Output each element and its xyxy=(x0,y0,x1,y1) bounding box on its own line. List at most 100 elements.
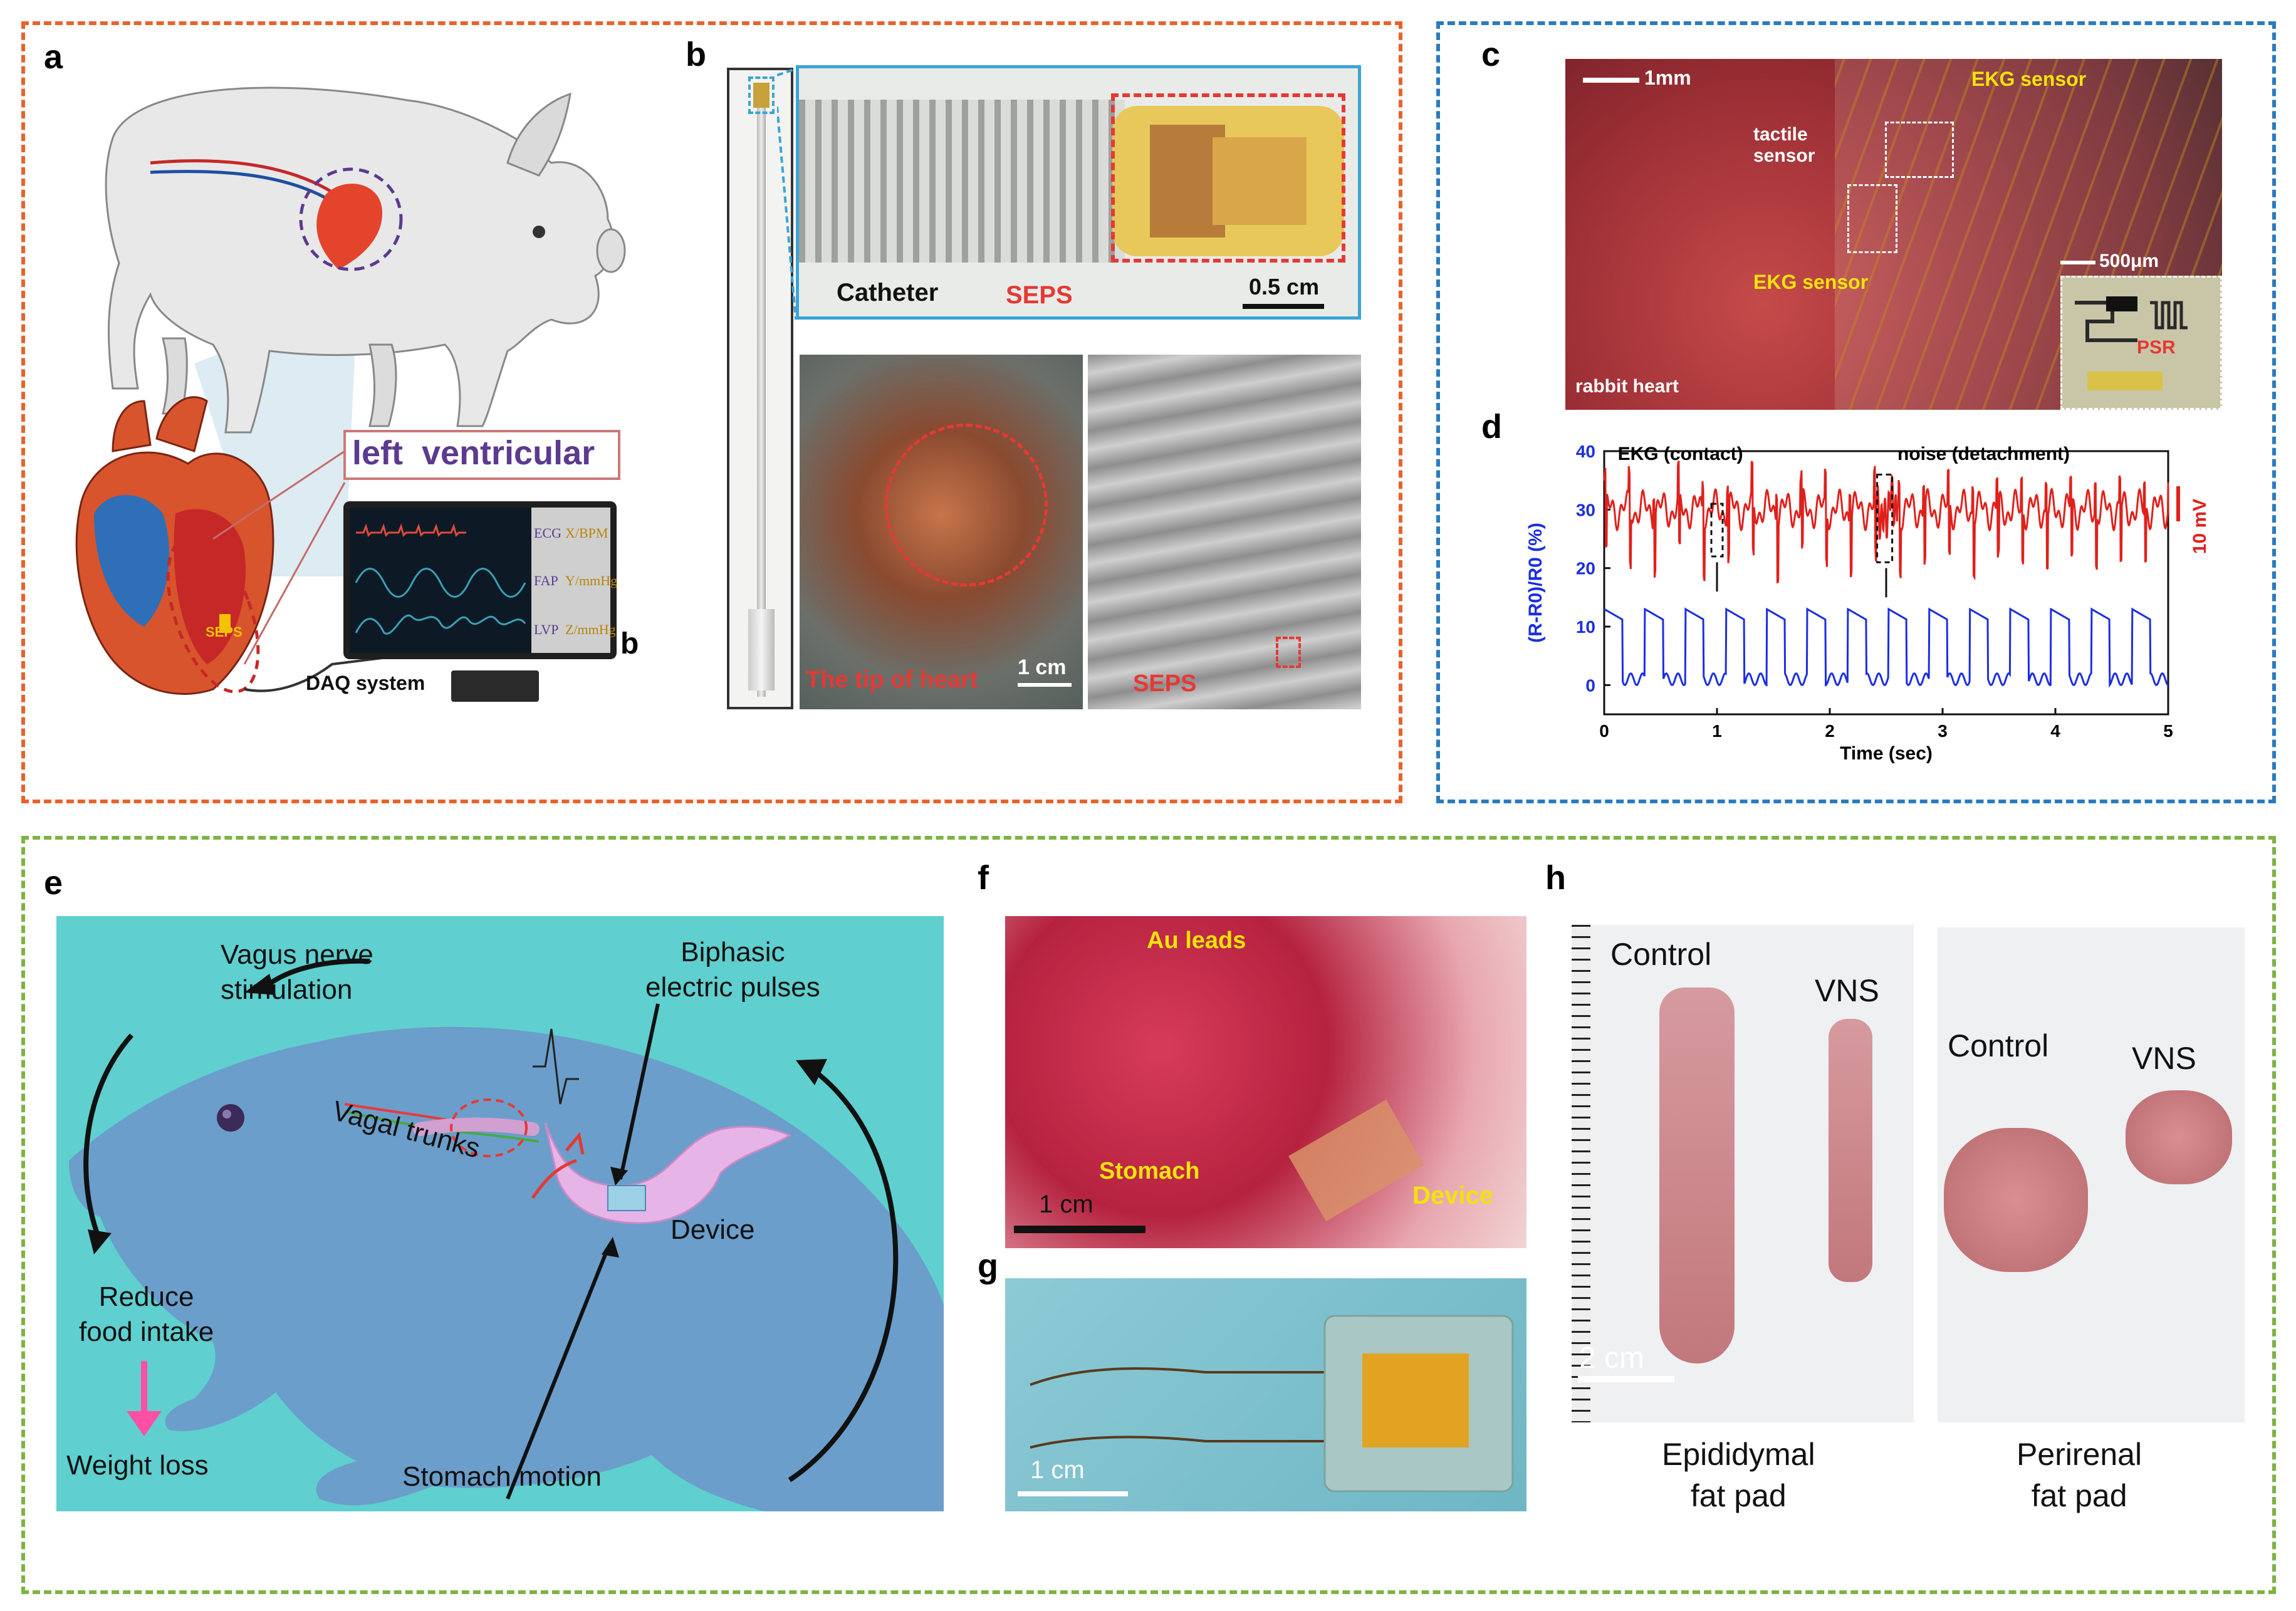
annotation-ekg-contact: EKG (contact) xyxy=(1618,444,1743,464)
fat-pad-vns-epi xyxy=(1829,1019,1872,1282)
tip-highlight-circle xyxy=(885,424,1048,587)
panel-a-illustration xyxy=(56,63,645,714)
frame-top-left xyxy=(21,21,1402,803)
daq-device xyxy=(451,670,539,702)
control-label-2: Control xyxy=(1948,1028,2049,1063)
ekg-sensor-bottom-label: EKG sensor xyxy=(1753,271,1869,293)
frame-top-right xyxy=(1436,21,2276,803)
vns-label: Vagus nerve stimulation xyxy=(221,939,373,1005)
monitor-screen: ECG X/BPM FAP Y/mmHg LVP Z/mmHg xyxy=(350,508,617,653)
scale-1cm-label-b: 1 cm xyxy=(1018,655,1067,679)
contact-box xyxy=(1710,503,1724,558)
frame-bottom xyxy=(21,836,2276,1594)
seps-small-label: SEPS xyxy=(206,624,243,640)
biphasic-label: Biphasic electric pulses xyxy=(645,937,820,1003)
monitor-fap-unit: Y/mmHg xyxy=(565,573,618,588)
mouse-illustration: Vagus nerve stimulation Biphasic electri… xyxy=(56,916,944,1511)
x-axis-label: Time (sec) xyxy=(1840,743,1933,764)
device-label-e: Device xyxy=(671,1214,755,1245)
panel-letter-a: a xyxy=(44,38,63,76)
y-tick-label: 0 xyxy=(1585,675,1595,695)
device-patch-f xyxy=(1288,1100,1424,1221)
catheter-tip-highlight xyxy=(748,76,775,114)
seps-highlight-box xyxy=(1111,93,1345,263)
panel-letter-d: d xyxy=(1481,408,1502,446)
rabbit-heart-label: rabbit heart xyxy=(1575,376,1679,397)
annotation-noise: noise (detachment) xyxy=(1897,444,2070,464)
fat-pad-control-epi xyxy=(1659,988,1735,1363)
scale-1cm-label-f: 1 cm xyxy=(1039,1191,1093,1218)
scale-1cm-label-g: 1 cm xyxy=(1030,1456,1085,1484)
scale-bar-2cm xyxy=(1578,1376,1674,1382)
pig-heart-illustration xyxy=(75,86,626,695)
zoom-connector-lines xyxy=(776,63,797,326)
psr-inset xyxy=(2060,276,2222,410)
panel-letter-b: b xyxy=(686,36,706,73)
tactile-box-2 xyxy=(1847,184,1897,253)
coiled-catheter xyxy=(799,100,1344,263)
plot-frame xyxy=(1603,450,2169,716)
tactile-sensor-label: tactile sensor xyxy=(1753,124,1815,166)
catheter-zoom-photo: Catheter SEPS 0.5 cm xyxy=(796,65,1361,320)
device-g-svg xyxy=(1030,1315,1514,1493)
scale-bar-1mm xyxy=(1583,78,1639,83)
monitor-ecg-unit: X/BPM xyxy=(565,525,608,541)
x-tick-label: 0 xyxy=(1599,721,1609,741)
monitor-corner-b: b xyxy=(620,627,639,660)
control-label-1: Control xyxy=(1610,937,1712,972)
x-tick-label: 2 xyxy=(1825,721,1835,741)
device-photo-g: 1 cm xyxy=(1005,1278,1526,1511)
catheter-base xyxy=(748,609,775,691)
catheter-tube xyxy=(757,83,766,697)
noise-box xyxy=(1876,473,1894,563)
scale-1mm-label: 1mm xyxy=(1644,66,1691,89)
scale-500um-label: 500μm xyxy=(2099,251,2159,271)
xray-seps-label: SEPS xyxy=(1133,670,1197,697)
y-tick-label: 20 xyxy=(1576,559,1595,578)
tip-of-heart-label: The tip of heart xyxy=(806,667,978,693)
monitor-lvp-label: LVP xyxy=(534,622,559,637)
fat-pad-vns-peri xyxy=(2126,1090,2232,1184)
y-tick-label: 30 xyxy=(1576,500,1595,519)
y-tick-label: 40 xyxy=(1576,442,1595,461)
scale-bar-1cm-b xyxy=(1018,683,1072,687)
scale-bar-1cm-f xyxy=(1014,1226,1145,1233)
vns-label-1: VNS xyxy=(1815,973,1879,1008)
tactile-box-1 xyxy=(1885,122,1954,178)
weight-loss-label: Weight loss xyxy=(66,1450,209,1481)
panel-letter-f: f xyxy=(978,859,989,897)
y-tick-label: 10 xyxy=(1576,617,1595,637)
ruler xyxy=(1572,925,1590,1422)
xray-seps-box xyxy=(1276,637,1301,668)
left-ventricular-box xyxy=(343,430,620,480)
y-axis-label: (R-R0)/R0 (%) xyxy=(1525,523,1546,643)
monitor-fap-label: FAP xyxy=(534,573,558,588)
heart-surgery-photo: The tip of heart 1 cm xyxy=(800,355,1083,709)
x-tick-label: 3 xyxy=(1938,721,1948,741)
panel-letter-c: c xyxy=(1481,36,1501,73)
scale-bar-500um xyxy=(2060,261,2095,264)
stomach-device-photo: Au leads Stomach Device 1 cm xyxy=(1005,916,1526,1248)
au-leads-label: Au leads xyxy=(1147,927,1246,954)
scale-bar-1cm-g xyxy=(1018,1491,1128,1496)
scale-2cm-label: 2 cm xyxy=(1579,1342,1645,1375)
x-tick-label: 1 xyxy=(1712,721,1722,741)
stomach-label: Stomach xyxy=(1099,1158,1200,1184)
x-tick-label: 4 xyxy=(2050,721,2060,741)
perirenal-fat-photo: Control VNS xyxy=(1938,927,2245,1422)
panel-letter-e: e xyxy=(44,864,63,902)
perirenal-caption: Perirenal fat pad xyxy=(2017,1437,2142,1513)
series-tactile-line xyxy=(1604,607,2169,688)
vns-label-2: VNS xyxy=(2132,1041,2196,1076)
scale-0-5cm-label: 0.5 cm xyxy=(1249,274,1320,300)
x-tick-label: 5 xyxy=(2163,721,2173,741)
catheter-tip xyxy=(753,83,770,108)
rabbit-heart-photo: 1mm EKG sensor tactile sensor EKG sensor… xyxy=(1565,59,2222,410)
monitor-lvp-unit: Z/mmHg xyxy=(565,622,616,637)
monitor-ecg-label: ECG xyxy=(534,525,561,541)
device-label-f: Device xyxy=(1412,1182,1493,1209)
daq-label: DAQ system xyxy=(306,672,425,694)
mouse-svg xyxy=(69,958,944,1511)
psr-label: PSR xyxy=(2137,337,2176,358)
